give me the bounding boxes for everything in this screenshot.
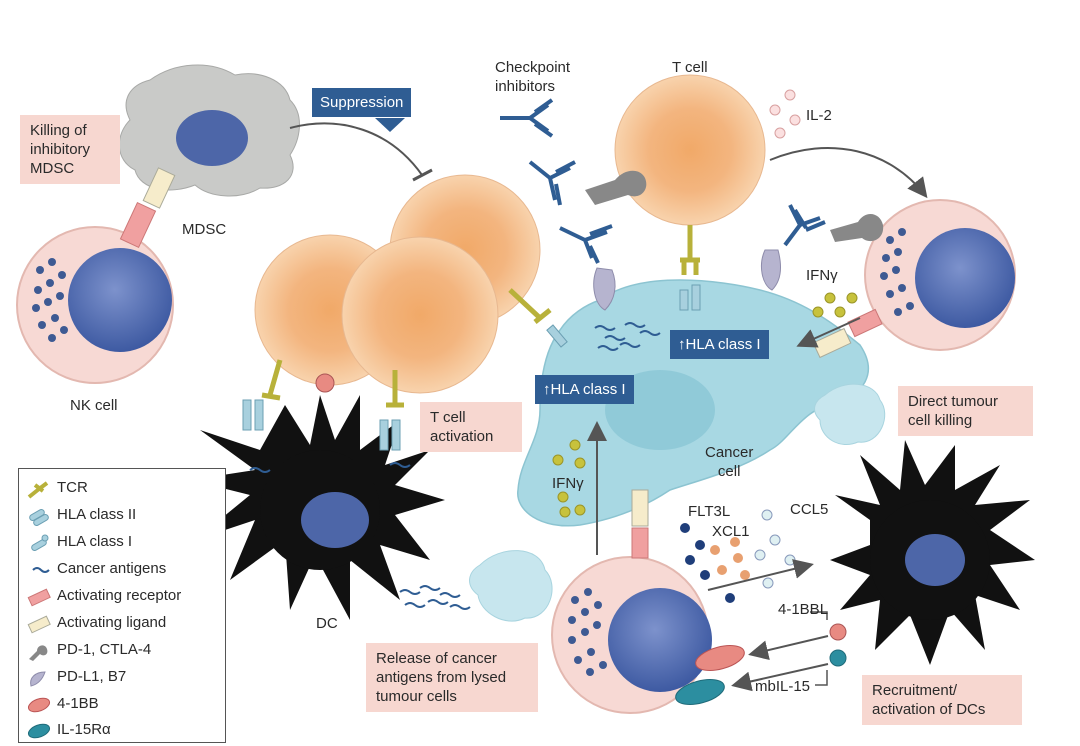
cancer-antigen-icon	[32, 567, 50, 573]
direct-killing-label: Direct tumour cell killing	[898, 386, 1033, 436]
activating-receptor-mdsc	[119, 201, 157, 249]
checkpoint-antibodies	[500, 98, 826, 264]
t-cell-cluster-front	[341, 236, 499, 394]
nk-granules-bottom	[568, 588, 607, 676]
activating-ligand-cancer-bottom	[631, 489, 649, 527]
4-1bbl-arrow	[748, 635, 829, 661]
activating-ligand-cancer-right	[812, 327, 852, 359]
dc-right-nucleus	[905, 534, 965, 586]
pdl1-right	[761, 249, 781, 291]
chemokine-dots	[680, 509, 796, 603]
tcr-hla-complexes	[242, 225, 701, 451]
legend-label-cancer-antigens: Cancer antigens	[57, 560, 167, 577]
legend-label-pdl1-b7: PD-L1, B7	[57, 668, 127, 685]
legend-label-hla-class-ii: HLA class II	[57, 506, 137, 523]
lysed-tumour-cell-right	[814, 383, 886, 445]
t-cell-activation-label: T cell activation	[420, 402, 522, 452]
nk-cell-label: NK cell	[70, 397, 118, 414]
t-cell-top	[614, 74, 766, 226]
activating-ligand-icon	[27, 615, 51, 634]
il2-label: IL-2	[806, 107, 832, 124]
ifng-dots-upper	[812, 292, 858, 318]
hla-class-i-lower-tag: ↑HLA class I	[535, 375, 634, 404]
activating-receptor-nk-right	[847, 308, 883, 338]
il15ra-icon	[27, 723, 51, 739]
activating-receptor-nk-bottom	[631, 527, 649, 559]
dc-left-contact	[315, 373, 335, 393]
4-1bbl-ligand	[829, 623, 847, 641]
dc-left-nucleus	[301, 492, 369, 548]
pd1-receptor-nk	[830, 214, 884, 242]
mbil15-pointer	[815, 670, 828, 686]
hla-class-i-upper-tag: ↑HLA class I	[670, 330, 769, 359]
il2-dots	[769, 89, 801, 139]
hla-class-ii-icon	[29, 509, 49, 526]
legend-box: TCR HLA class II HLA class I Cancer anti…	[18, 468, 226, 743]
dc-label: DC	[316, 615, 338, 632]
suppression-inhibition-bar	[412, 168, 433, 182]
legend-label-4-1bb: 4-1BB	[57, 695, 99, 712]
suppression-label: Suppression	[312, 88, 412, 117]
activating-ligand-mdsc	[142, 167, 176, 209]
flt3l-label: FLT3L	[688, 503, 731, 520]
chemokine-arrow	[707, 559, 814, 591]
tcr-icon	[27, 481, 49, 499]
ifng-lower-label: IFNγ	[552, 475, 584, 492]
nk-granules-left	[32, 258, 68, 342]
cancer-cell-label: Cancer cell	[705, 444, 754, 480]
pdl1-left	[593, 267, 616, 311]
pd1-receptor-tcell	[585, 170, 647, 205]
legend-label-pd1-ctla4: PD-1, CTLA-4	[57, 641, 152, 658]
pdl1-b7-icon	[30, 671, 46, 687]
mbil15-label: mbIL-15	[755, 678, 811, 695]
ifng-upper-label: IFNγ	[806, 267, 838, 284]
legend-label-activating-ligand: Activating ligand	[57, 614, 167, 631]
nk-cell-right-nucleus	[915, 228, 1015, 328]
activating-receptor-icon	[27, 588, 51, 607]
mdsc-nucleus	[176, 110, 248, 166]
recruitment-label: Recruitment/ activation of DCs	[862, 675, 1022, 725]
xcl1-label: XCL1	[712, 523, 750, 540]
nk-granules-right	[880, 228, 914, 316]
legend-label-hla-class-i: HLA class I	[57, 533, 133, 550]
t-cell-label: T cell	[672, 59, 708, 76]
4-1bb-icon	[27, 697, 51, 713]
mbil15-arrow	[731, 663, 829, 692]
pd1-ctla4-icon	[29, 645, 48, 661]
legend-label-tcr: TCR	[57, 479, 88, 496]
bbl-pointer	[810, 611, 828, 620]
4-1bbl-label: 4-1BBL	[778, 601, 829, 618]
lysed-tumour-cell-left	[469, 550, 553, 622]
suppression-callout-tail	[375, 118, 405, 132]
nk-cell-left-nucleus	[68, 248, 172, 352]
il15ra-receptor	[675, 679, 725, 705]
mdsc-label: MDSC	[182, 221, 227, 238]
ccl5-label: CCL5	[790, 501, 829, 518]
legend-label-activating-receptor: Activating receptor	[57, 587, 182, 604]
mbil15-ligand	[829, 649, 847, 667]
ifng-dots-lower	[552, 439, 586, 518]
nk-cell-bottom-nucleus	[608, 588, 712, 692]
release-antigens-label: Release of cancer antigens from lysed tu…	[366, 643, 538, 712]
ifng-arrow-upper	[796, 317, 861, 348]
cancer-antigens	[249, 322, 661, 610]
hla-class-i-icon	[31, 534, 49, 551]
legend-label-il15ra: IL-15Rα	[57, 721, 111, 738]
4-1bb-receptor	[695, 645, 745, 671]
killing-mdsc-label: Killing of inhibitory MDSC	[20, 115, 120, 184]
checkpoint-inhibitors-label: Checkpoint inhibitors	[495, 59, 571, 95]
suppression-inhibition-line	[289, 122, 423, 176]
il2-arrow	[769, 147, 928, 199]
